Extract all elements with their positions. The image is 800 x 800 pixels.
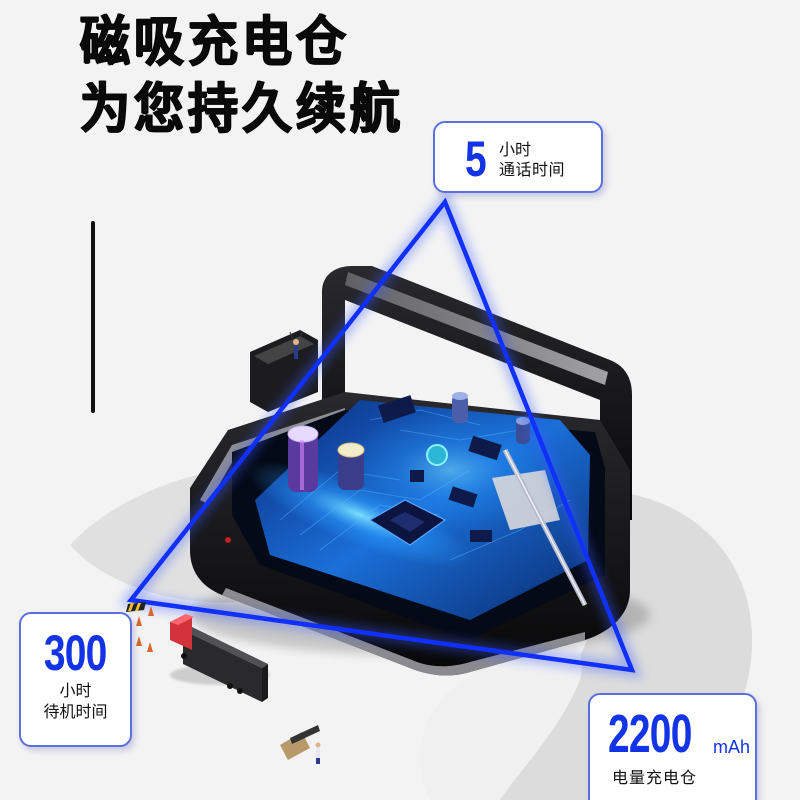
standby-time-label: 待机时间 bbox=[43, 702, 108, 721]
capacity-value: 2200 bbox=[608, 704, 692, 764]
talk-time-label: 通话时间 bbox=[499, 160, 566, 179]
standby-time-card: 300 小时 待机时间 bbox=[19, 612, 132, 747]
talk-time-card: 5 小时 通话时间 bbox=[433, 121, 603, 193]
standby-time-value: 300 bbox=[44, 625, 108, 681]
talk-time-unit: 小时 bbox=[499, 140, 532, 159]
standby-time-unit: 小时 bbox=[59, 681, 92, 700]
capacity-unit: mAh bbox=[713, 737, 751, 757]
worker-figure-top bbox=[289, 331, 303, 359]
headline-line-2: 为您持久续航 bbox=[80, 77, 404, 140]
capacity-card: 2200 mAh 电量充电仓 bbox=[588, 693, 757, 800]
capacitor-rear bbox=[452, 392, 530, 444]
capacitor-large bbox=[287, 425, 319, 492]
worker-figure-bottom bbox=[280, 725, 321, 764]
decorative-divider bbox=[91, 221, 95, 413]
feature-triangle bbox=[117, 188, 643, 679]
truck-figure bbox=[170, 614, 270, 702]
headline-line-1: 磁吸充电仓 bbox=[80, 10, 350, 73]
capacitor-small bbox=[337, 442, 365, 490]
talk-time-value: 5 bbox=[465, 131, 487, 187]
construction-cones bbox=[126, 602, 154, 652]
charging-case-device bbox=[190, 266, 632, 676]
headline: 磁吸充电仓 为您持久续航 bbox=[80, 8, 404, 142]
cpu-chip bbox=[368, 499, 447, 546]
capacity-label: 电量充电仓 bbox=[612, 768, 698, 787]
